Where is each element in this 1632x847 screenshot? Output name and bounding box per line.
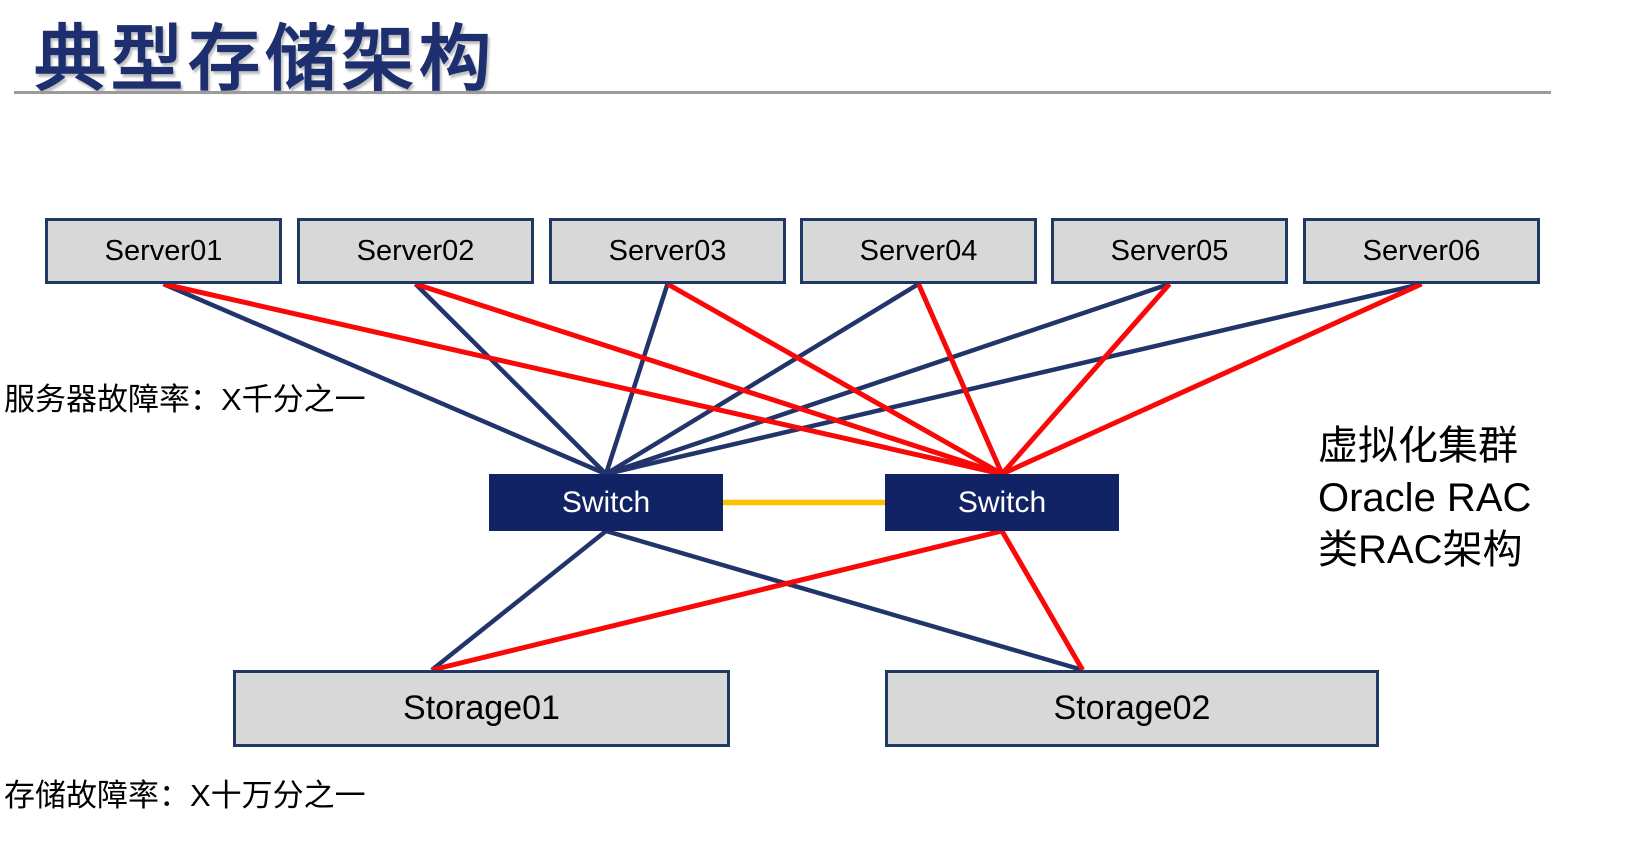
node-server05: Server05 <box>1051 218 1288 284</box>
node-label: Server02 <box>356 234 475 267</box>
server-failure-rate-label: 服务器故障率：X千分之一 <box>4 382 366 417</box>
title-divider <box>14 91 1551 94</box>
node-server06: Server06 <box>1303 218 1540 284</box>
cluster-annotation: 虚拟化集群 Oracle RAC 类RAC架构 <box>1318 420 1531 576</box>
annotation-line: 虚拟化集群 <box>1318 424 1518 468</box>
node-server02: Server02 <box>297 218 534 284</box>
connection-server5-switch1 <box>605 281 1171 477</box>
node-server04: Server04 <box>800 218 1037 284</box>
node-label: Storage02 <box>1053 689 1211 727</box>
connection-server2-switch1 <box>413 282 608 476</box>
annotation-line: Oracle RAC <box>1318 476 1532 520</box>
connection-switch1-storage2 <box>605 528 1084 673</box>
connection-switch1-storage1 <box>430 529 608 672</box>
connection-server2-switch2 <box>414 281 1003 477</box>
connection-server1-switch1 <box>162 281 607 477</box>
connection-server3-switch1 <box>603 283 670 475</box>
node-label: Server06 <box>1362 234 1481 267</box>
connection-server1-switch2 <box>162 281 1003 477</box>
connection-switch2-storage2 <box>999 529 1085 672</box>
connection-server5-switch2 <box>1000 282 1172 476</box>
node-switch-left: Switch <box>489 474 723 531</box>
node-switch-right: Switch <box>885 474 1119 531</box>
connection-server4-switch1 <box>604 282 920 476</box>
connection-server4-switch2 <box>916 282 1005 476</box>
connection-server6-switch1 <box>605 281 1423 477</box>
node-label: Server03 <box>608 234 727 267</box>
node-label: Switch <box>957 485 1047 519</box>
connection-switch2-storage1 <box>431 528 1003 673</box>
node-server01: Server01 <box>45 218 282 284</box>
node-server03: Server03 <box>549 218 786 284</box>
storage-failure-rate-label: 存储故障率：X十万分之一 <box>4 778 366 813</box>
connection-server6-switch2 <box>1000 281 1423 477</box>
node-label: Storage01 <box>403 689 560 727</box>
node-label: Server05 <box>1110 234 1229 267</box>
slide-title: 典型存储架构 <box>34 20 497 100</box>
annotation-line: 类RAC架构 <box>1318 528 1523 572</box>
node-label: Switch <box>561 485 651 519</box>
node-label: Server01 <box>104 234 223 267</box>
node-storage01: Storage01 <box>233 670 730 747</box>
connection-server3-switch2 <box>666 281 1004 477</box>
node-label: Server04 <box>859 234 978 267</box>
node-storage02: Storage02 <box>885 670 1379 747</box>
